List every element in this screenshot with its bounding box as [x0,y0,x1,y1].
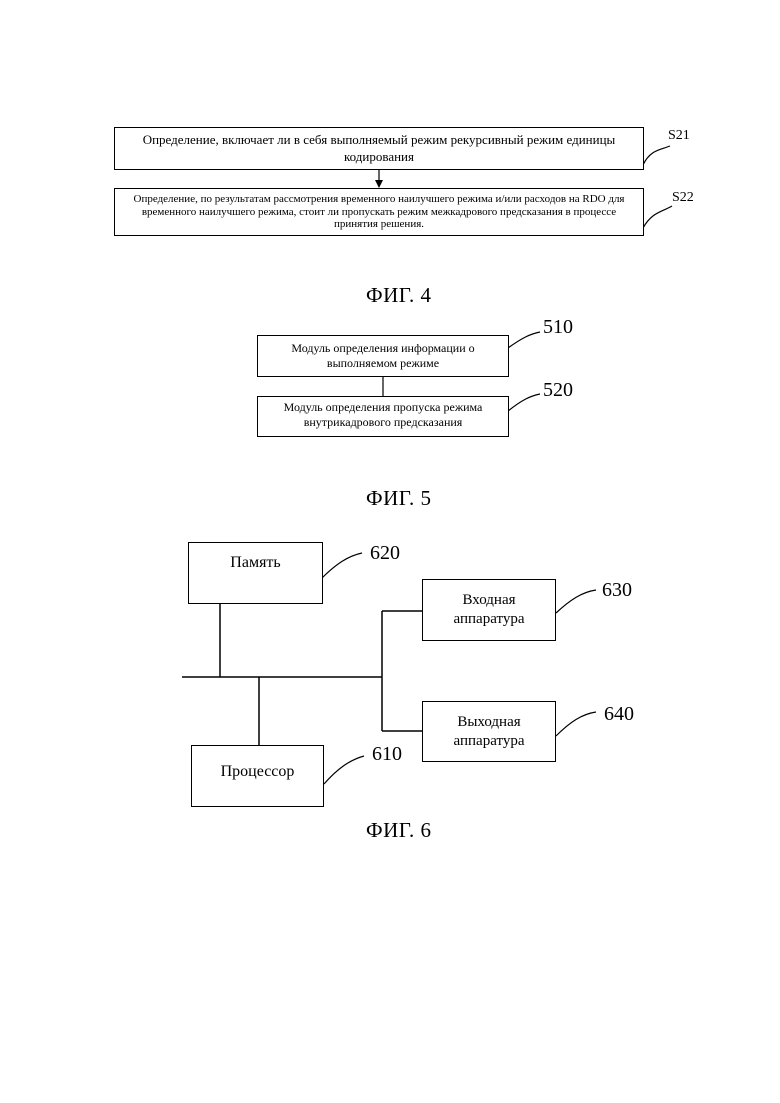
fig5-ref-510: 510 [543,316,573,339]
fig6-leader-630 [556,590,596,613]
fig5-ref-520: 520 [543,379,573,402]
fig4-step-s22-text: Определение, по результатам рассмотрения… [125,193,633,231]
fig5-module-520-text: Модуль определения пропуска режима внутр… [274,400,492,430]
fig4-leader-s21 [643,146,670,165]
fig4-caption: ФИГ. 4 [366,283,432,308]
fig4-ref-s22: S22 [672,190,694,206]
fig6-leader-620 [322,553,362,578]
fig6-ref-630: 630 [602,579,632,602]
fig5-module-520-box: Модуль определения пропуска режима внутр… [257,396,509,437]
fig6-leader-640 [556,712,596,736]
fig6-caption: ФИГ. 6 [366,818,432,843]
fig6-memory-box: Память [188,542,323,604]
fig6-processor-text: Процессор [221,762,295,782]
fig5-leader-520 [508,394,540,411]
fig6-output-box: Выходная аппаратура [422,701,556,762]
fig5-module-510-box: Модуль определения информации о выполняе… [257,335,509,377]
fig6-memory-text: Память [230,553,280,573]
fig4-step-s22-box: Определение, по результатам рассмотрения… [114,188,644,236]
fig5-module-510-text: Модуль определения информации о выполняе… [276,341,490,371]
fig6-leader-610 [324,756,364,784]
fig4-step-s21-box: Определение, включает ли в себя выполняе… [114,127,644,170]
fig4-ref-s21: S21 [668,128,690,144]
fig6-processor-box: Процессор [191,745,324,807]
fig4-step-s21-text: Определение, включает ли в себя выполняе… [129,132,629,165]
fig5-leader-510 [508,332,540,348]
fig6-ref-640: 640 [604,703,634,726]
fig6-output-text: Выходная аппаратура [449,713,529,751]
fig4-leader-s22 [643,206,672,228]
fig6-input-text: Входная аппаратура [449,591,529,629]
fig4-arrowhead [375,180,383,188]
fig6-input-box: Входная аппаратура [422,579,556,641]
fig6-ref-610: 610 [372,743,402,766]
fig5-caption: ФИГ. 5 [366,486,432,511]
fig6-ref-620: 620 [370,542,400,565]
